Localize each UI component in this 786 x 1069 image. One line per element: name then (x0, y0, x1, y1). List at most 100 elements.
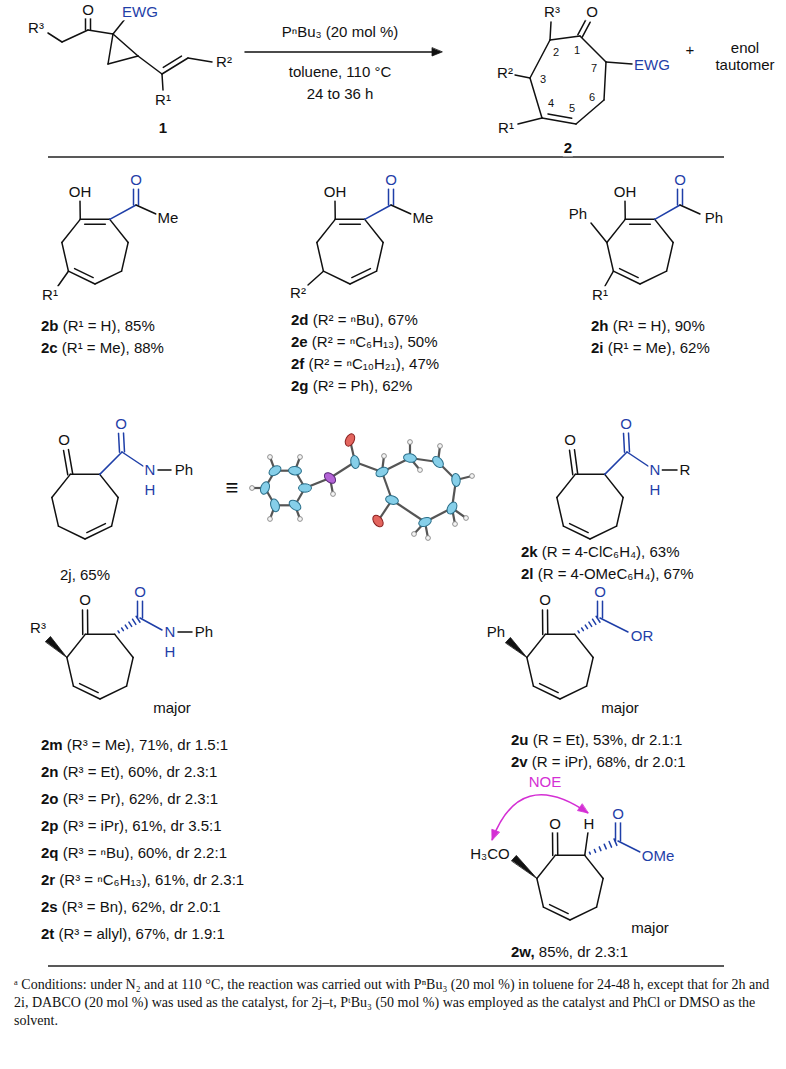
crystal-hydrogen (438, 444, 443, 449)
crystal-hydrogen (470, 474, 475, 479)
compound-caption: 2k (R = 4-ClC₆H₄), 63% (520, 543, 680, 560)
bond-line (110, 219, 128, 242)
atom-label: H (144, 481, 157, 498)
atom-label: O (563, 431, 577, 448)
bond-line (605, 452, 627, 474)
bond-line (178, 631, 192, 633)
atom-label: OH (613, 183, 638, 200)
compound-caption: 2g (R² = Ph), 62% (290, 377, 413, 394)
bond-line (533, 686, 560, 699)
compound-caption: 2u (R = Et), 53%, dr 2.1:1 (510, 731, 683, 748)
bond-line (163, 56, 181, 67)
bond-line (317, 242, 324, 271)
atom-label: Me (412, 209, 435, 226)
rule-line (48, 965, 724, 966)
crystal-atom (445, 500, 459, 515)
bond-line (129, 622, 132, 626)
bond-line (662, 469, 677, 471)
bond-line (627, 452, 648, 466)
crystal-atom (451, 473, 461, 487)
bond-line (62, 30, 88, 42)
bond-line (506, 637, 527, 657)
bond-line (606, 62, 632, 64)
compound-caption: 2d (R² = ⁿBu), 67% (290, 311, 419, 328)
compound-caption: 2l (R = 4-OMeC₆H₄), 67% (520, 565, 695, 582)
bond-line (85, 224, 106, 226)
compound-caption: 2i (R¹ = Me), 62% (590, 339, 711, 356)
atom-label: Ph (174, 461, 194, 478)
bond-line (142, 601, 144, 618)
atom-label: H (164, 643, 177, 660)
bond-line (605, 271, 613, 286)
bond-line (352, 269, 371, 278)
bond-line (393, 189, 395, 205)
compound-caption: 2w, 85%, dr 2.3:1 (510, 943, 629, 960)
bond-line (88, 30, 113, 34)
bond-line (323, 271, 350, 284)
atom-label: O (81, 1, 95, 18)
bond-line (67, 634, 85, 657)
crystal-atom (385, 494, 400, 505)
bond-line (542, 118, 576, 124)
bond-line (545, 634, 575, 636)
crystal-hydrogen (464, 516, 469, 521)
atom-label: O (619, 415, 633, 432)
bond-line (158, 469, 171, 471)
bond-line (87, 524, 106, 533)
atom-label: Ph (486, 623, 506, 640)
bond-line (570, 450, 573, 474)
crystal-hydrogen (268, 455, 273, 460)
crystal-atom (322, 471, 337, 486)
compound-caption: 2h (R¹ = H), 90% (590, 317, 706, 334)
compound-caption: 2v (R = iPr), 68%, dr 2.0:1 (510, 753, 687, 770)
crystal-atom (267, 464, 282, 478)
bond-line (640, 271, 667, 284)
bond-line (46, 636, 67, 657)
bond-line (100, 474, 118, 497)
atom-label: O (585, 3, 599, 20)
bond-line (48, 33, 62, 42)
atom-label: N (144, 461, 157, 478)
bond-line (108, 34, 113, 64)
crystal-atom (269, 498, 281, 513)
bond-line (518, 118, 542, 124)
bond-line (537, 878, 544, 907)
atom-label: O (538, 591, 552, 608)
bond-line (125, 625, 127, 628)
bond-line (515, 75, 530, 78)
atom-label: O (114, 415, 128, 432)
bond-line (118, 631, 119, 633)
atom-label: OR (630, 627, 655, 644)
crystal-hydrogen (412, 532, 417, 537)
bond-line (570, 524, 589, 533)
bond-line (391, 205, 411, 214)
product-note: enol tautomer (709, 39, 781, 74)
reaction-condition: 24 to 36 h (306, 85, 375, 102)
bond-line (112, 497, 119, 526)
crystal-atom (350, 455, 361, 469)
bond-line (597, 878, 604, 907)
atom-label: OMe (641, 847, 676, 864)
reaction-condition: PⁿBu₃ (20 mol %) (281, 23, 400, 40)
compound-caption: 2o (R³ = Pr), 62%, dr 2.3:1 (40, 790, 219, 807)
bond-line (527, 634, 545, 657)
bond-line (136, 205, 156, 214)
bond-line (655, 219, 673, 242)
locant-number: 6 (589, 91, 595, 104)
bond-line (582, 628, 584, 631)
bond-line (557, 474, 575, 497)
bond-line (492, 829, 499, 840)
bond-line (618, 841, 640, 852)
atom-label: Ph (194, 623, 214, 640)
compound-caption: 2b (R¹ = H), 85% (40, 317, 156, 334)
bond-line (550, 36, 580, 40)
bond-line (82, 610, 84, 634)
bond-line (667, 242, 674, 271)
bond-line (605, 474, 623, 497)
bond-line (350, 271, 377, 284)
noe-label: NOE (528, 773, 563, 790)
bond-line (90, 18, 92, 30)
atom-label: O (384, 171, 398, 188)
bond-line (607, 219, 625, 242)
